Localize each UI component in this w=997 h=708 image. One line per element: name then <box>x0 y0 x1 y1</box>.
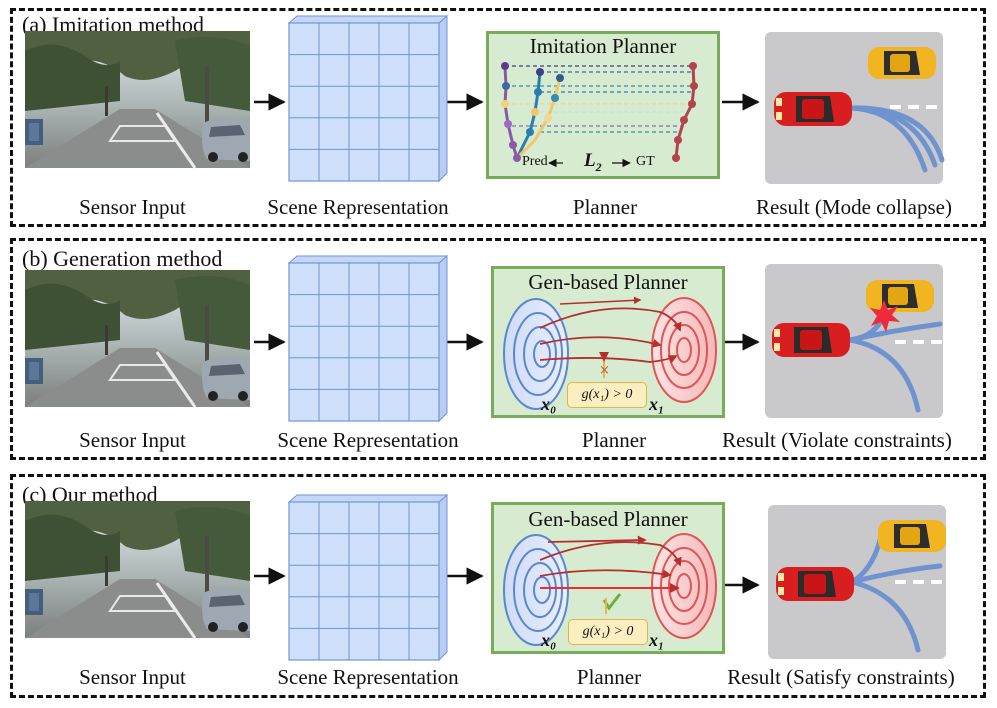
gt-label: GT <box>636 154 655 169</box>
x0-label: x₀ <box>541 630 557 650</box>
x1-label: x₁ <box>649 630 665 650</box>
panel-title: (a) Imitation method <box>22 12 205 37</box>
result-scene <box>768 505 946 659</box>
caption-result: Result (Violate constraints) <box>722 428 952 452</box>
planner-title: Gen-based Planner <box>528 507 688 531</box>
caption-result: Result (Satisfy constraints) <box>727 665 955 689</box>
caption-scene-representation: Scene Representation <box>277 665 459 689</box>
result-scene <box>765 264 943 418</box>
constraint-box: g(x₁) > 0 <box>568 619 648 645</box>
caption-sensor-input: Sensor Input <box>79 428 186 452</box>
panel-generation <box>10 238 986 460</box>
planner-title: Imitation Planner <box>529 34 677 58</box>
panel-our-method <box>10 474 986 698</box>
caption-result: Result (Mode collapse) <box>756 195 952 219</box>
caption-sensor-input: Sensor Input <box>79 195 186 219</box>
result-scene <box>765 32 943 184</box>
panel-title: (c) Our method <box>22 482 158 507</box>
caption-planner: Planner <box>581 428 647 452</box>
l2-label: L2 <box>584 150 602 174</box>
caption-planner: Planner <box>576 665 642 689</box>
caption-sensor-input: Sensor Input <box>79 665 186 689</box>
planner-title: Gen-based Planner <box>528 270 688 294</box>
caption-scene-representation: Scene Representation <box>277 428 459 452</box>
caption-planner: Planner <box>572 195 638 219</box>
pred-label: Pred <box>522 154 548 169</box>
x0-label: x₀ <box>541 394 557 414</box>
x1-label: x₁ <box>649 394 665 414</box>
caption-scene-representation: Scene Representation <box>267 195 449 219</box>
panel-imitation <box>10 8 986 227</box>
panel-title: (b) Generation method <box>22 246 223 271</box>
constraint-box: g(x₁) > 0 <box>567 382 647 408</box>
